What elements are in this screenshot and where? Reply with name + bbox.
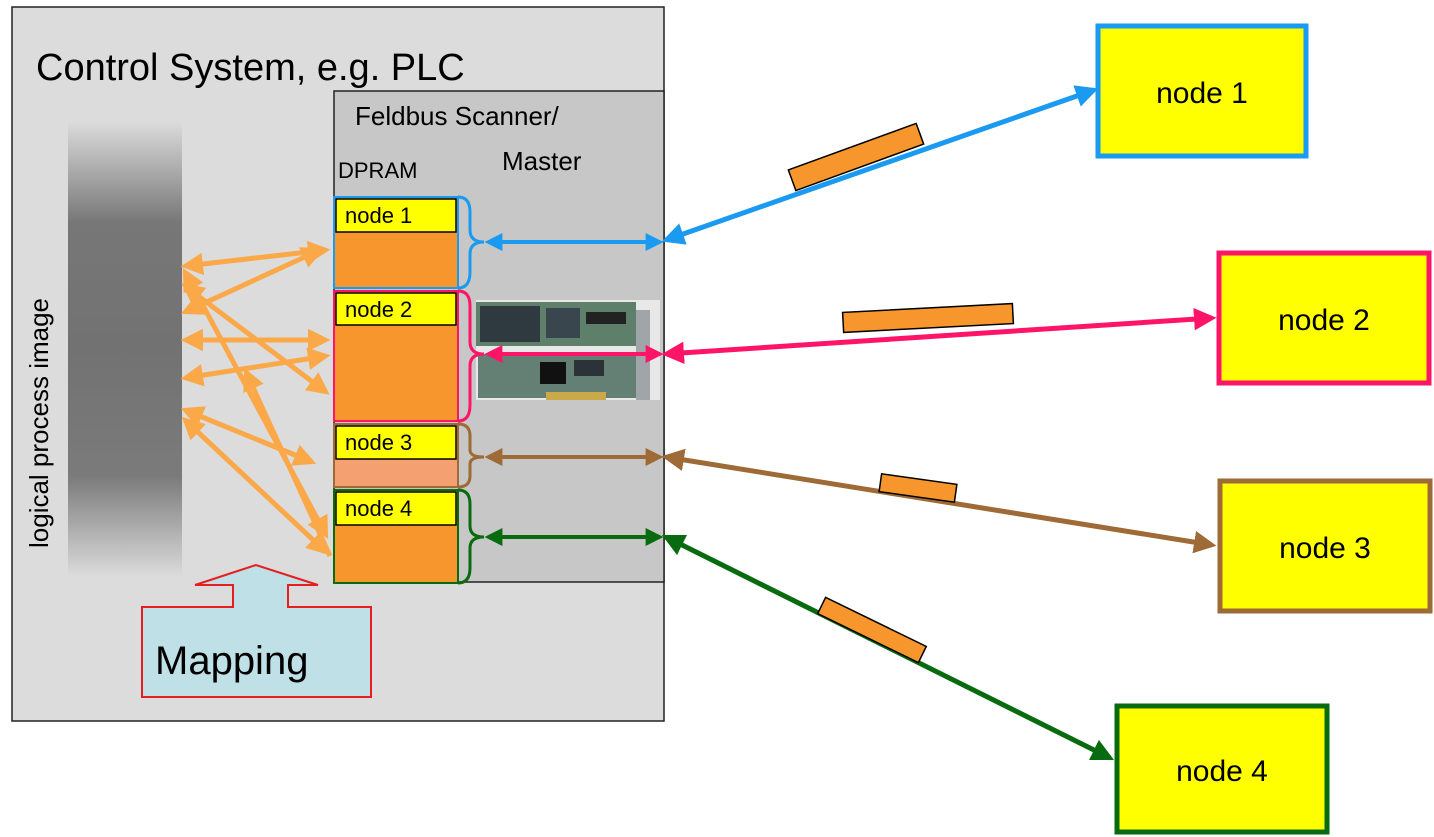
dpram-slot-4-header xyxy=(335,491,457,526)
dpram-slot-2-label: node 2 xyxy=(345,297,412,322)
brace-node-1 xyxy=(457,195,485,290)
process-image-label: logical process image xyxy=(24,298,54,548)
brace-node-2 xyxy=(457,289,485,423)
node-label-1: node 1 xyxy=(1156,77,1248,110)
mapping-label: Mapping xyxy=(155,639,308,683)
dpram-slot-3-header xyxy=(335,425,457,460)
node-box-2: node 2 xyxy=(1216,250,1432,386)
mapping-arrow xyxy=(181,416,330,556)
scanner-title-line2: Master xyxy=(502,146,582,176)
dpram-slot-2-header xyxy=(335,292,457,326)
dpram-slot-3-label: node 3 xyxy=(345,430,412,455)
control-system-title: Control System, e.g. PLC xyxy=(36,47,465,89)
node-box-1: node 1 xyxy=(1095,23,1309,159)
dpram-label: DPRAM xyxy=(338,158,417,183)
dpram-slot-1-header xyxy=(335,198,457,233)
pcb-card-icon xyxy=(476,300,660,400)
bus-link-node-2 xyxy=(661,307,1217,365)
telegram-1 xyxy=(787,122,925,192)
telegram-4 xyxy=(816,596,928,664)
mapping-arrow-box xyxy=(141,563,372,698)
mapping-arrow xyxy=(243,367,333,558)
node-label-3: node 3 xyxy=(1279,532,1371,565)
dpram-column: node 1 node 2 node 3 node 4 xyxy=(333,196,459,584)
telegram-2 xyxy=(841,302,1015,334)
brace-node-3 xyxy=(457,422,485,489)
process-image-bar xyxy=(68,122,182,577)
bus-link-node-1 xyxy=(661,85,1099,245)
scanner-title-line1: Feldbus Scanner/ xyxy=(355,101,560,131)
node-box-4: node 4 xyxy=(1114,703,1330,835)
node-label-2: node 2 xyxy=(1278,304,1370,337)
telegram-3 xyxy=(878,472,958,504)
brace-node-4 xyxy=(457,488,485,585)
dpram-slot-4-label: node 4 xyxy=(345,496,412,521)
node-label-4: node 4 xyxy=(1176,755,1268,788)
mapping-arrows xyxy=(180,240,333,558)
node-box-3: node 3 xyxy=(1217,478,1433,614)
bus-link-node-3 xyxy=(661,448,1217,554)
dpram-slot-1-label: node 1 xyxy=(345,203,412,228)
